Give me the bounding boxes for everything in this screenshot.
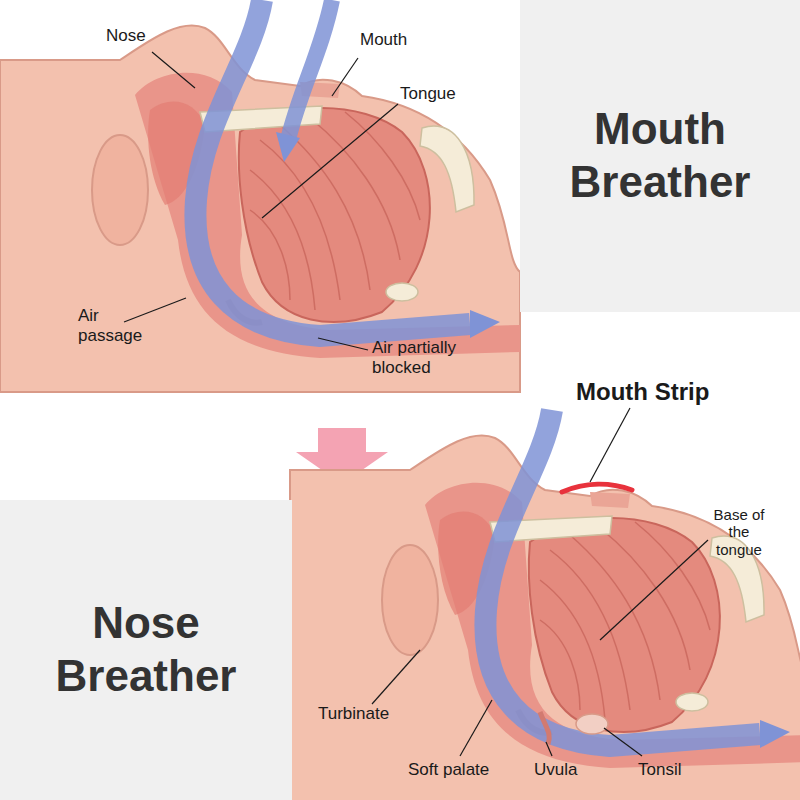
title-panel: Mouth Breather [520, 0, 800, 312]
part-label: Tongue [400, 84, 456, 104]
part-label: Nose [106, 26, 146, 46]
title-panel: Nose Breather [0, 500, 292, 800]
part-label: Mouth Strip [576, 378, 709, 406]
part-label: Soft palate [408, 760, 489, 780]
panel-title: Mouth Breather [540, 103, 780, 209]
part-label: Turbinate [318, 704, 389, 724]
part-label: Tonsil [638, 760, 681, 780]
part-label: Uvula [534, 760, 577, 780]
part-label: Mouth [360, 30, 407, 50]
part-label: Air passage [78, 306, 158, 345]
panel-title: Nose Breather [20, 597, 272, 703]
part-label: Air partially blocked [372, 338, 492, 377]
part-label: Base of the tongue [706, 506, 772, 558]
